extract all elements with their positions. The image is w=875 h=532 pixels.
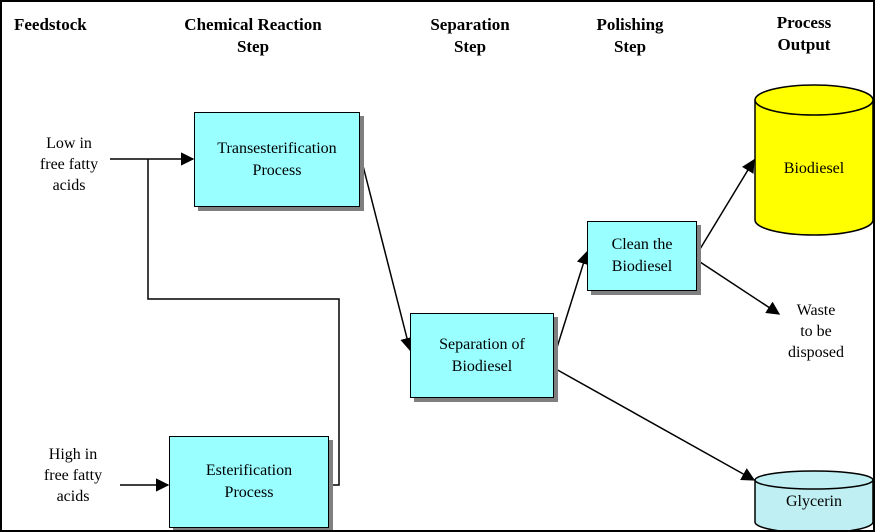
arrow-clean-to-biodiesel xyxy=(696,158,755,255)
glycerin-tank xyxy=(754,470,873,530)
header-chemical-reaction-step: Chemical Reaction Step xyxy=(184,15,322,56)
line-esterification-recycle xyxy=(147,159,340,486)
header-process-output: Process Output xyxy=(776,13,832,54)
arrow-separation-to-clean xyxy=(553,250,590,358)
process-transesterification: Transesterification Process xyxy=(194,112,360,207)
output-glycerin-label: Glycerin xyxy=(786,493,842,510)
header-feedstock: Feedstock xyxy=(14,15,87,34)
arrow-clean-to-waste xyxy=(696,259,781,315)
biodiesel-tank xyxy=(754,84,873,236)
process-separation: Separation of Biodiesel xyxy=(410,313,554,398)
header-separation-step: Separation Step xyxy=(430,15,510,56)
process-esterification: Esterification Process xyxy=(169,436,329,528)
arrow-transesterification-to-separation xyxy=(359,153,414,352)
header-polishing-step: Polishing Step xyxy=(596,15,664,56)
process-clean: Clean the Biodiesel xyxy=(587,221,697,291)
output-waste: Waste to be disposed xyxy=(788,302,844,361)
output-biodiesel-label: Biodiesel xyxy=(783,160,845,177)
input-low-ffa: Low in free fatty acids xyxy=(39,135,99,194)
arrow-separation-to-glycerin xyxy=(553,367,756,481)
input-high-ffa: High in free fatty acids xyxy=(43,446,103,505)
